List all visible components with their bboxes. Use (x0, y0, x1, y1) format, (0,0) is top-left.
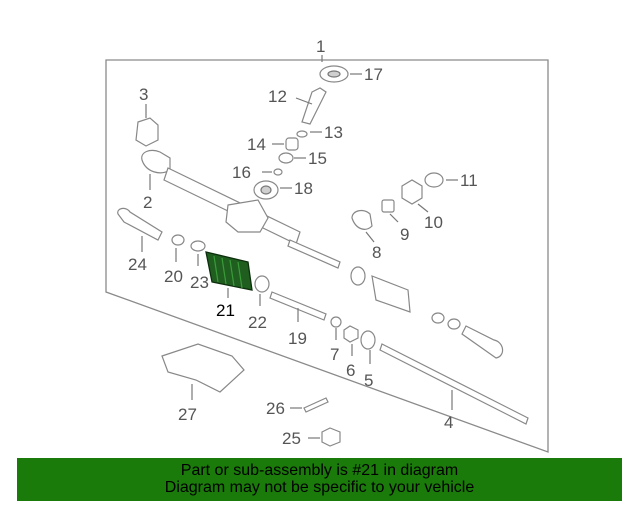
callout-10: 10 (424, 213, 443, 232)
part-5-ring (360, 330, 376, 364)
ring-upper (350, 266, 366, 286)
part-9-plug (381, 199, 399, 223)
part-12-pinion (295, 87, 327, 125)
callout-22: 22 (248, 313, 267, 332)
callout-8: 8 (372, 243, 381, 262)
right-nut (447, 318, 461, 330)
callout-16: 16 (232, 163, 251, 182)
right-tie-rod-end (461, 325, 504, 359)
callout-26: 26 (266, 399, 285, 418)
callout-5: 5 (364, 371, 373, 390)
callout-27: 27 (178, 405, 197, 424)
assembly-frame (105, 59, 549, 453)
notice-line-2: Diagram may not be specific to your vehi… (164, 479, 475, 496)
right-boot (371, 275, 411, 313)
callout-9: 9 (400, 225, 409, 244)
part-14-bushing (272, 137, 299, 151)
callout-14: 14 (247, 135, 266, 154)
part-18-yoke (253, 180, 292, 200)
callout-12: 12 (268, 87, 287, 106)
callout-2: 2 (143, 193, 152, 212)
part-26-bolt (290, 397, 329, 413)
part-15-bearing (278, 152, 306, 164)
right-clamp (431, 312, 445, 324)
callout-7: 7 (330, 345, 339, 364)
part-20-nut (171, 234, 185, 262)
part-23-clamp (190, 240, 206, 266)
callout-11: 11 (460, 171, 478, 190)
part-25-nut (308, 427, 341, 447)
callout-1: 1 (316, 37, 325, 56)
callout-13: 13 (324, 123, 343, 142)
callout-21: 21 (216, 301, 235, 320)
callout-6: 6 (346, 361, 355, 380)
callout-17: 17 (364, 65, 383, 84)
notice-line-1: Part or sub-assembly is #21 in diagram (180, 462, 459, 479)
parts-diagram: 1 3 2 12 17 13 14 15 (105, 37, 549, 453)
callout-23: 23 (190, 273, 209, 292)
part-10-nut (401, 179, 429, 213)
part-7-washer (330, 316, 342, 340)
callout-3: 3 (139, 85, 148, 104)
part-17-cap (319, 65, 362, 83)
part-16-washer (262, 168, 283, 176)
part-11-locknut (424, 172, 458, 188)
callout-18: 18 (294, 179, 313, 198)
part-3-bracket (135, 104, 159, 147)
callout-24: 24 (128, 255, 147, 274)
part-2-rack-housing (141, 149, 301, 245)
part-8-cover (351, 209, 375, 243)
part-21-boot-highlighted (205, 251, 253, 298)
part-4-rack-bar (379, 343, 529, 425)
callout-19: 19 (288, 329, 307, 348)
part-13-ring (296, 130, 322, 138)
part-27-bracket (161, 343, 245, 400)
inner-rod-upper (287, 239, 341, 269)
callout-25: 25 (282, 429, 301, 448)
part-24-tie-rod-end (117, 207, 163, 252)
callout-20: 20 (164, 267, 183, 286)
part-22-clamp (254, 275, 270, 306)
part-19-inner-rod (269, 291, 327, 322)
diagram-notice-banner: Part or sub-assembly is #21 in diagram D… (17, 458, 622, 501)
callout-4: 4 (444, 413, 453, 432)
part-6-nut (343, 325, 359, 356)
callout-15: 15 (308, 149, 327, 168)
